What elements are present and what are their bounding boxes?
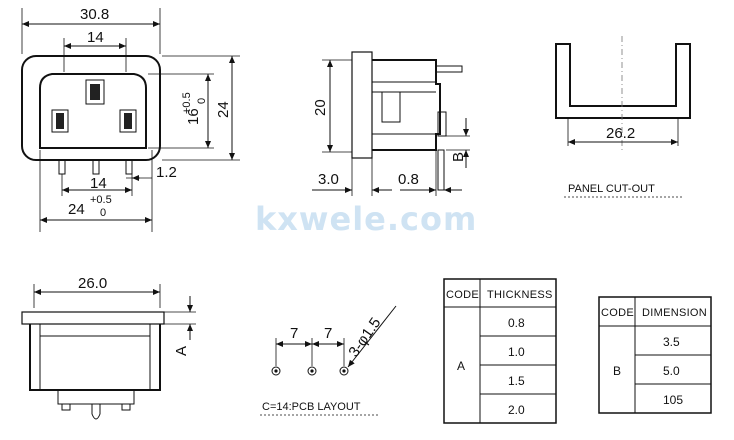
dimension-value-1: 3.5 [663, 335, 680, 349]
dimension-table: CODE DIMENSION B 3.5 5.0 105 [598, 296, 712, 414]
pin-slot-right [119, 109, 137, 133]
dim-base-width: 24 [68, 201, 85, 218]
dim-socket-height-tol-lower: 0 [196, 98, 208, 104]
pcb-hole-2 [307, 366, 317, 376]
thickness-header-code: CODE [446, 289, 479, 301]
dimension-header-value: DIMENSION [642, 307, 707, 319]
dim-bottom-width: 26.0 [78, 275, 107, 292]
dim-socket-height: 16 [185, 108, 202, 125]
dim-cutout-width: 26.2 [606, 125, 635, 142]
thickness-value-1: 0.8 [508, 316, 525, 330]
dim-base-width-tol-upper: +0.5 [90, 194, 112, 206]
thickness-table: CODE THICKNESS A 0.8 1.0 1.5 2.0 [443, 278, 557, 424]
bottom-view: 26.0 A [21, 275, 196, 420]
dim-socket-height-tol-upper: +0.5 [181, 92, 193, 114]
dim-pin-offset: 1.2 [156, 164, 177, 181]
dimension-value-3: 105 [663, 393, 683, 407]
dim-side-height: 20 [312, 99, 329, 116]
dim-flange: 3.0 [318, 171, 339, 188]
label-a-bottom: A [173, 346, 190, 356]
dim-pcb-pitch-1: 7 [290, 325, 298, 342]
watermark: kxwele.com [255, 200, 477, 238]
pcb-hole-spec: 3-φ1.5 [345, 315, 384, 361]
dimension-code-b: B [613, 364, 621, 378]
dimension-value-2: 5.0 [663, 364, 680, 378]
dim-pin-span: 14 [90, 175, 107, 192]
socket-opening [39, 73, 147, 149]
pcb-layout-label: C=14:PCB LAYOUT [262, 401, 361, 413]
front-housing-outline [21, 55, 161, 161]
label-b-side: B [450, 152, 467, 162]
dim-overall-width: 30.8 [80, 6, 109, 23]
panel-cutout-label: PANEL CUT-OUT [568, 183, 655, 195]
thickness-code-a: A [457, 359, 465, 373]
thickness-value-4: 2.0 [508, 403, 525, 417]
front-view: 30.8 14 16 +0.5 0 24 14 1.2 [21, 6, 240, 232]
dim-base-width-tol-lower: 0 [100, 207, 106, 219]
bottom-flange [21, 311, 165, 325]
bottom-body [29, 324, 161, 391]
pcb-layout: 7 7 3-φ1.5 C=14:PCB LAYOUT [260, 305, 397, 416]
dimension-header-code: CODE [601, 307, 634, 319]
thickness-value-2: 1.0 [508, 345, 525, 359]
pin-slot-center [85, 79, 105, 105]
side-view: 20 3.0 0.8 B [312, 51, 470, 196]
thickness-value-3: 1.5 [508, 374, 525, 388]
pin-slot-left [51, 109, 69, 133]
panel-cutout: 26.2 PANEL CUT-OUT [555, 36, 691, 198]
dim-overall-height: 24 [215, 101, 232, 118]
pcb-hole-1 [271, 366, 281, 376]
thickness-header-value: THICKNESS [487, 289, 553, 301]
dim-pcb-pitch-2: 7 [324, 325, 332, 342]
panel-cutout-outline [555, 43, 691, 119]
side-body [372, 59, 441, 151]
solder-pins [58, 159, 133, 175]
dim-socket-width: 14 [87, 29, 104, 46]
dim-clip: 0.8 [398, 171, 419, 188]
side-flange [351, 51, 373, 159]
pcb-hole-3 [339, 366, 349, 376]
